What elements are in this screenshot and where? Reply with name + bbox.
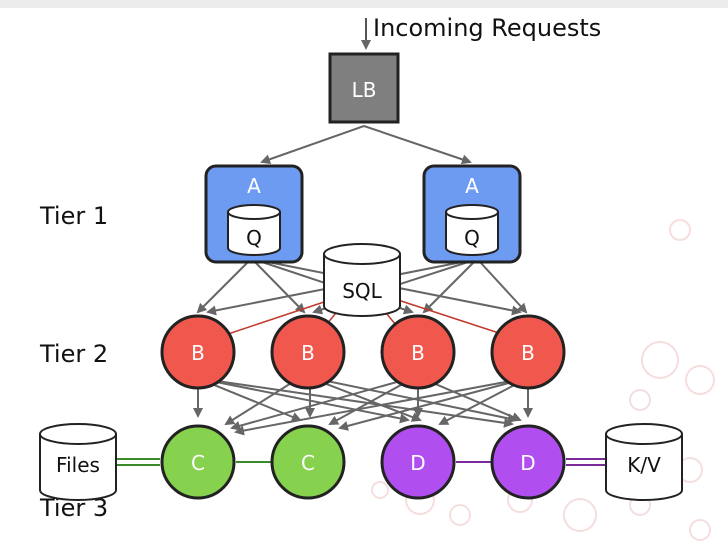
- load-balancer-node: LB: [328, 52, 400, 124]
- tier3-node-d2: D: [490, 424, 566, 500]
- diagram-title: Incoming Requests: [373, 14, 602, 42]
- tier3-node-d1: D: [380, 424, 456, 500]
- tier2-node-2: B: [270, 314, 346, 390]
- tier3-links: [116, 458, 606, 466]
- tier1-node-left-label: A: [247, 174, 261, 198]
- files-database: Files: [39, 423, 117, 501]
- files-label: Files: [56, 453, 100, 477]
- tier2-node-1-label: B: [191, 341, 205, 365]
- tier2-node-1: B: [160, 314, 236, 390]
- tier3-node-c2: C: [270, 424, 346, 500]
- lb-edges: [260, 125, 472, 165]
- tier2-node-2-label: B: [301, 341, 315, 365]
- tier1-node-left: A Q: [204, 164, 304, 264]
- tier2-node-4: B: [490, 314, 566, 390]
- load-balancer-label: LB: [352, 78, 377, 102]
- sql-database: SQL: [323, 243, 401, 317]
- sql-label: SQL: [342, 279, 382, 303]
- queue-left-label: Q: [246, 226, 262, 250]
- tier3-node-c2-label: C: [301, 451, 315, 475]
- tier3-node-d1-label: D: [410, 451, 425, 475]
- tier2-node-3: B: [380, 314, 456, 390]
- tier2-node-4-label: B: [521, 341, 535, 365]
- tier2-to-tier3-edges: [193, 379, 533, 436]
- tier1-label: Tier 1: [40, 202, 109, 230]
- tier3-node-c1-label: C: [191, 451, 205, 475]
- kv-database: K/V: [605, 423, 683, 501]
- queue-db-right: Q: [445, 204, 499, 256]
- top-bar: [0, 0, 728, 8]
- tier2-node-3-label: B: [411, 341, 425, 365]
- tier2-label: Tier 2: [40, 340, 109, 368]
- tier1-node-right-label: A: [465, 174, 479, 198]
- queue-db-left: Q: [227, 204, 281, 256]
- kv-label: K/V: [627, 453, 661, 477]
- queue-right-label: Q: [464, 226, 480, 250]
- tier3-node-c1: C: [160, 424, 236, 500]
- tier1-node-right: A Q: [422, 164, 522, 264]
- tier3-node-d2-label: D: [520, 451, 535, 475]
